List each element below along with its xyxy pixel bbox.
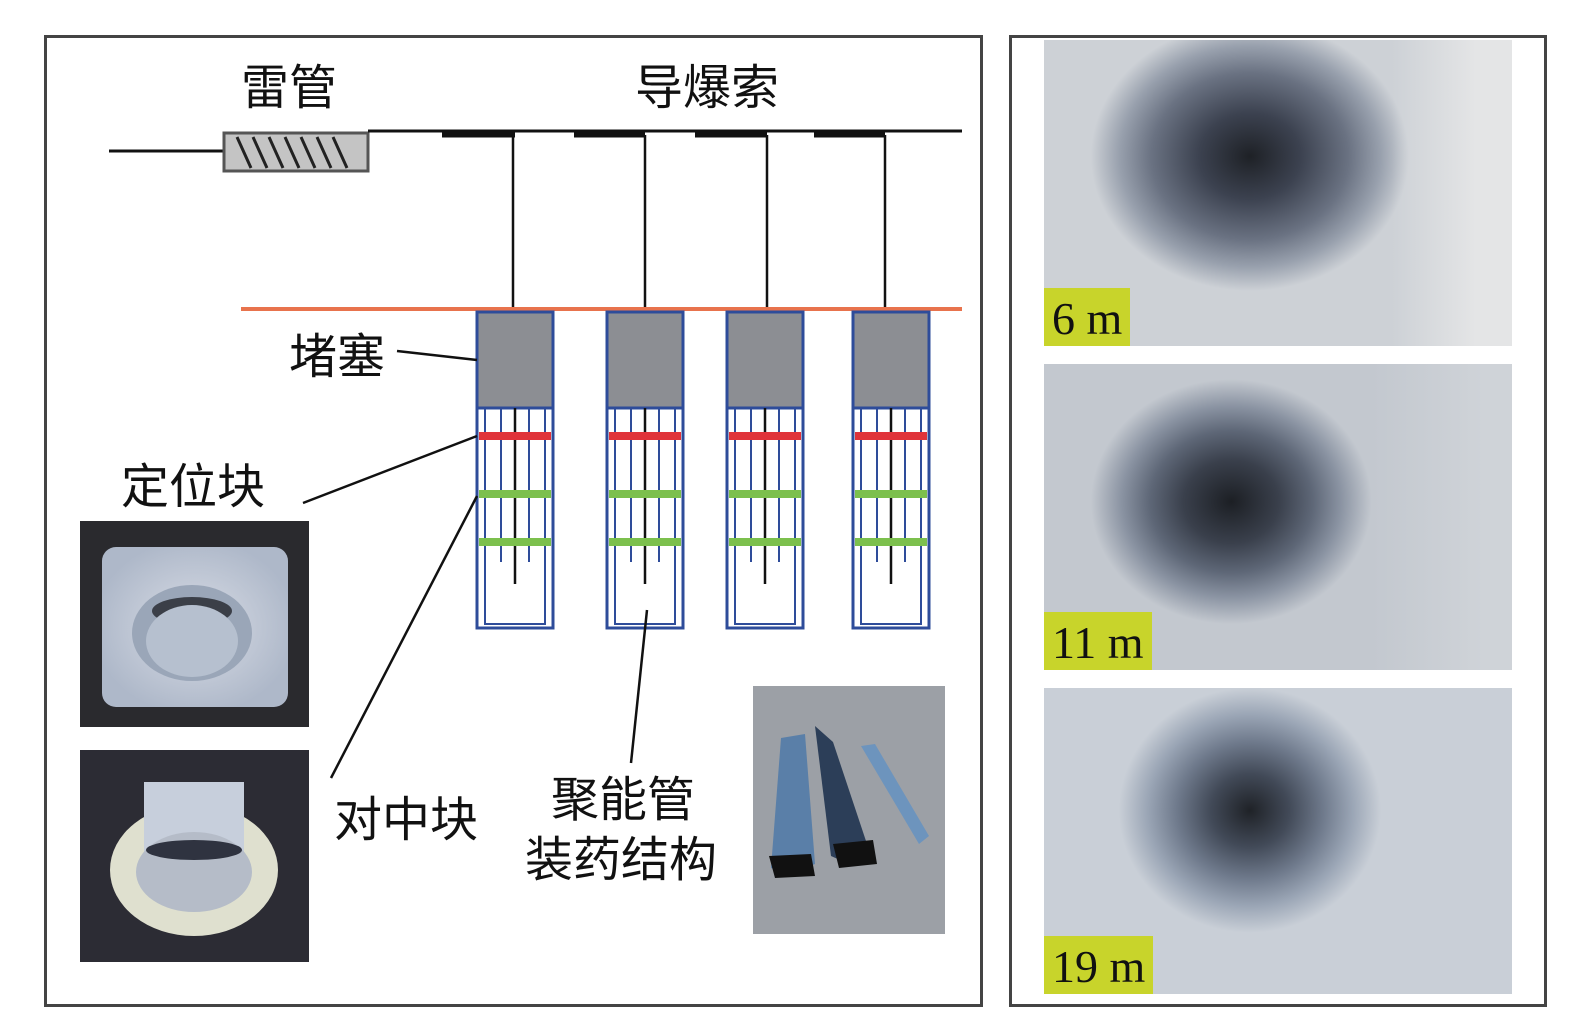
positioning-block-label: 定位块: [121, 459, 266, 515]
centering-block-photo: [80, 750, 309, 962]
centering-block-label: 对中块: [334, 792, 479, 848]
borehole-3-stemming: [725, 310, 805, 410]
detonator-icon: [222, 131, 370, 173]
borehole-1-centering-band-2: [479, 538, 551, 546]
charge-structure-diagram-panel: 雷管 导爆索 堵塞 定位块 对中块 聚能管 装药结构: [44, 35, 983, 1007]
borehole-4-centering-band-2: [855, 538, 927, 546]
stemming-leader: [396, 349, 478, 362]
leader-lines: [302, 349, 649, 779]
borehole-photo-19m: 19 m: [1044, 688, 1512, 994]
depth-badge-19m: 19 m: [1044, 936, 1154, 994]
borehole-1-centering-band-1: [479, 490, 551, 498]
borehole-2-positioning-band: [609, 432, 681, 440]
charge-structure-label-line1: 聚能管: [551, 772, 696, 828]
detonating-cord-downlines: [511, 135, 887, 310]
positioning-block-leader: [302, 434, 478, 505]
charge-structure-label-line2: 装药结构: [525, 832, 718, 888]
borehole-2-centering-band-1: [609, 490, 681, 498]
borehole-2-centering-band-2: [609, 538, 681, 546]
borehole-4-stemming: [851, 310, 931, 410]
borehole-2-stemming: [605, 310, 685, 410]
borehole-1-positioning-band: [479, 432, 551, 440]
borehole-3-positioning-band: [729, 432, 801, 440]
depth-badge-11m: 11 m: [1044, 612, 1152, 670]
depth-badge-6m: 6 m: [1044, 288, 1131, 346]
borehole-3-centering-band-2: [729, 538, 801, 546]
detonator-label: 雷管: [241, 60, 338, 116]
borehole-3-centering-band-1: [729, 490, 801, 498]
charge-structure-leader: [629, 609, 649, 764]
borehole-photo-11m: 11 m: [1044, 364, 1512, 670]
centering-block-leader: [329, 495, 479, 779]
positioning-block-photo: [80, 521, 309, 727]
borehole-4-positioning-band: [855, 432, 927, 440]
detonating-cord-label: 导爆索: [635, 60, 780, 116]
borehole-1-stemming: [475, 310, 555, 410]
borehole-photo-6m: 6 m: [1044, 40, 1512, 346]
borehole-photos-panel: 6 m 11 m 19 m: [1009, 35, 1547, 1007]
stemming-label: 堵塞: [289, 329, 386, 385]
shaped-charge-tube-photo: [753, 686, 945, 934]
charge-schematic-svg: [109, 129, 962, 779]
boreholes: [475, 310, 931, 630]
borehole-4-centering-band-1: [855, 490, 927, 498]
